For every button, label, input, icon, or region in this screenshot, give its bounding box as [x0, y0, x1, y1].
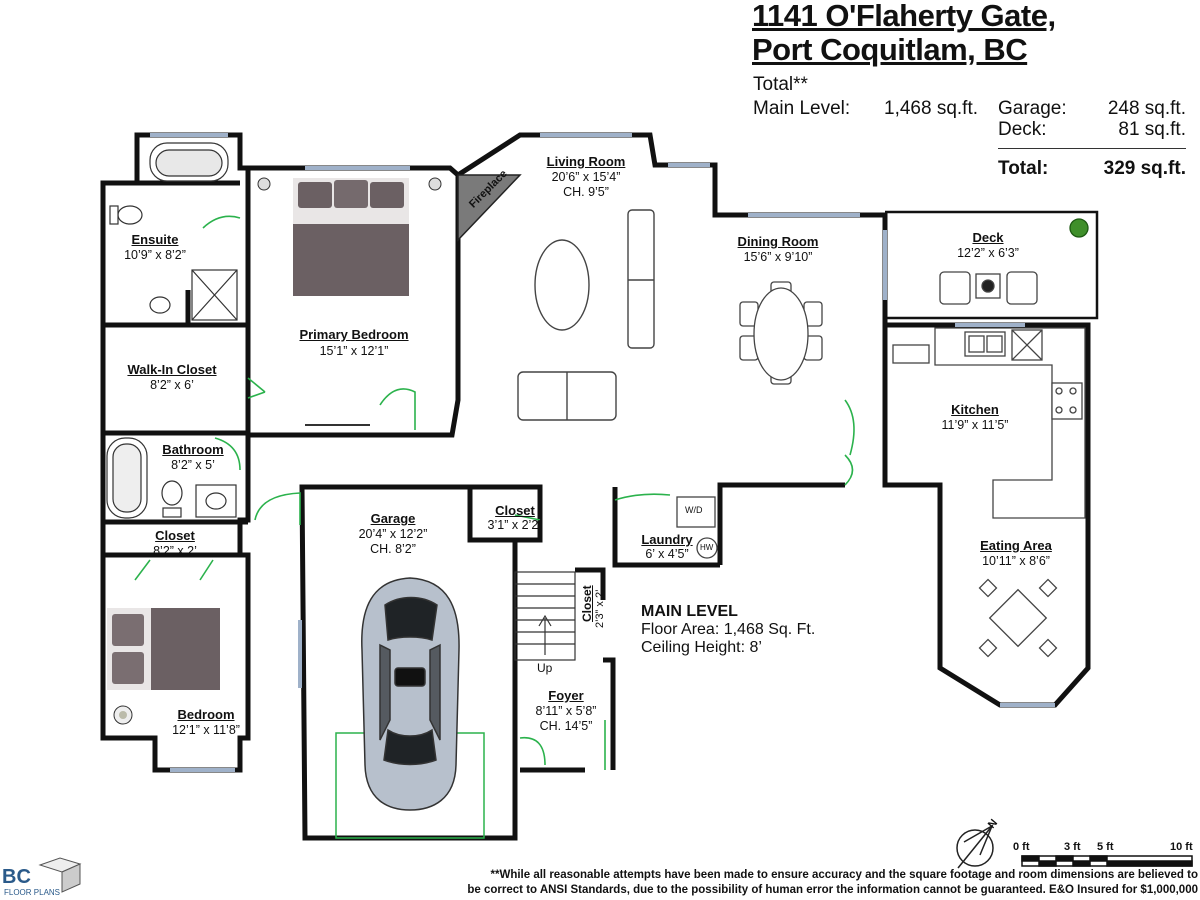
hot-water-label: HW	[700, 543, 714, 552]
garage-value: 248 sq.ft.	[1107, 98, 1186, 119]
stairs-up-label: Up	[537, 661, 553, 675]
total-summary-label: Total:	[998, 158, 1049, 179]
room-name-primary-bedroom: Primary Bedroom	[299, 327, 409, 342]
disclaimer-line-1: **While all reasonable attempts have bee…	[490, 869, 1198, 881]
doors	[134, 215, 855, 770]
disclaimer-line-2: be correct to ANSI Standards, due to the…	[467, 884, 1198, 896]
deck-label: Deck:	[998, 119, 1047, 140]
room-name-closet-hall: Closet	[495, 503, 535, 518]
room-name-foyer: Foyer	[548, 688, 584, 703]
room-name-eating-area: Eating Area	[980, 538, 1052, 553]
address-line-1: 1141 O'Flaherty Gate,	[752, 0, 1056, 33]
level-title: MAIN LEVEL	[641, 603, 738, 620]
room-name-bedroom: Bedroom	[177, 707, 235, 722]
room-dims-closet-hall: 3’1” x 2’2”	[487, 518, 543, 532]
bedroom-bed	[107, 608, 220, 725]
garage-label: Garage:	[998, 98, 1067, 119]
north-arrow	[956, 824, 994, 869]
logo-mark	[38, 857, 82, 893]
room-dims-walk-in-closet: 8’2” x 6’	[150, 378, 194, 392]
scale-label-0: 0 ft	[1013, 841, 1030, 853]
room-dims-bathroom: 8’2” x 5’	[171, 458, 215, 472]
deck-value: 81 sq.ft.	[1118, 119, 1186, 140]
fireplace	[457, 174, 522, 242]
outer-wall-main	[456, 132, 888, 318]
eating-table	[978, 578, 1058, 658]
room-dims-foyer: 8’11” x 5’8”	[535, 704, 597, 718]
room-dims-eating-area: 10’11” x 8’6”	[982, 554, 1050, 568]
bathroom-fixtures	[106, 437, 237, 519]
deck-furniture	[939, 218, 1089, 305]
dining-set	[739, 281, 823, 385]
room-dims-closet-bed: 8’2” x 2’	[153, 544, 197, 558]
level-ceiling-height: Ceiling Height: 8’	[641, 639, 762, 656]
scale-label-10: 10 ft	[1170, 841, 1193, 853]
room-name-living-room: Living Room	[546, 154, 626, 169]
scale-label-5: 5 ft	[1097, 841, 1114, 853]
room-name-kitchen: Kitchen	[951, 402, 999, 417]
total-label: Total**	[753, 74, 808, 95]
room-dims-ensuite: 10’9” x 8’2”	[124, 248, 186, 262]
total-summary-value: 329 sq.ft.	[1103, 158, 1186, 179]
main-level-value: 1,468 sq.ft.	[884, 98, 979, 119]
scale-label-3: 3 ft	[1064, 841, 1081, 853]
room-dims-closet-foyer: 2’3” x 2’	[594, 589, 606, 628]
ensuite-fixtures	[109, 142, 238, 321]
room-ceiling-living-room: CH. 9’5”	[563, 185, 609, 199]
car	[335, 577, 485, 839]
logo-subtext: FLOOR PLANS	[4, 888, 61, 897]
room-name-dining-room: Dining Room	[737, 234, 819, 249]
total-divider	[998, 148, 1186, 149]
room-name-garage: Garage	[370, 511, 416, 526]
room-ceiling-garage: CH. 8’2”	[370, 542, 416, 556]
living-furniture	[517, 209, 655, 421]
room-dims-bedroom: 12’1” x 11’8”	[172, 723, 240, 737]
room-dims-deck: 12’2” x 6’3”	[957, 246, 1019, 260]
room-dims-laundry: 6’ x 4’5”	[645, 547, 689, 561]
room-name-bathroom: Bathroom	[162, 442, 224, 457]
room-name-ensuite: Ensuite	[131, 232, 179, 247]
level-floor-area: Floor Area: 1,468 Sq. Ft.	[641, 621, 816, 638]
room-name-closet-foyer: Closet	[580, 585, 594, 622]
room-name-laundry: Laundry	[641, 532, 693, 547]
room-name-walk-in-closet: Walk-In Closet	[127, 362, 217, 377]
kitchen-counter	[892, 327, 1086, 519]
primary-bed	[257, 177, 442, 426]
room-name-deck: Deck	[972, 230, 1004, 245]
laundry-appliances	[676, 496, 718, 559]
address-line-2: Port Coquitlam, BC	[752, 32, 1028, 67]
room-dims-garage: 20’4” x 12’2”	[358, 527, 428, 541]
room-dims-primary-bedroom: 15’1” x 12’1”	[319, 344, 389, 358]
room-dims-dining-room: 15’6” x 9’10”	[743, 250, 813, 264]
room-dims-living-room: 20’6” x 15’4”	[551, 170, 621, 184]
room-ceiling-foyer: CH. 14’5”	[539, 719, 593, 733]
scale-bar	[1021, 855, 1193, 867]
windows	[150, 133, 1055, 772]
logo-text: BC	[2, 866, 31, 888]
room-name-closet-bed: Closet	[155, 528, 195, 543]
room-dims-kitchen: 11’9” x 11’5”	[941, 418, 1009, 432]
stairs	[514, 571, 576, 661]
main-level-label: Main Level:	[753, 98, 851, 119]
washer-dryer-label: W/D	[685, 505, 703, 515]
